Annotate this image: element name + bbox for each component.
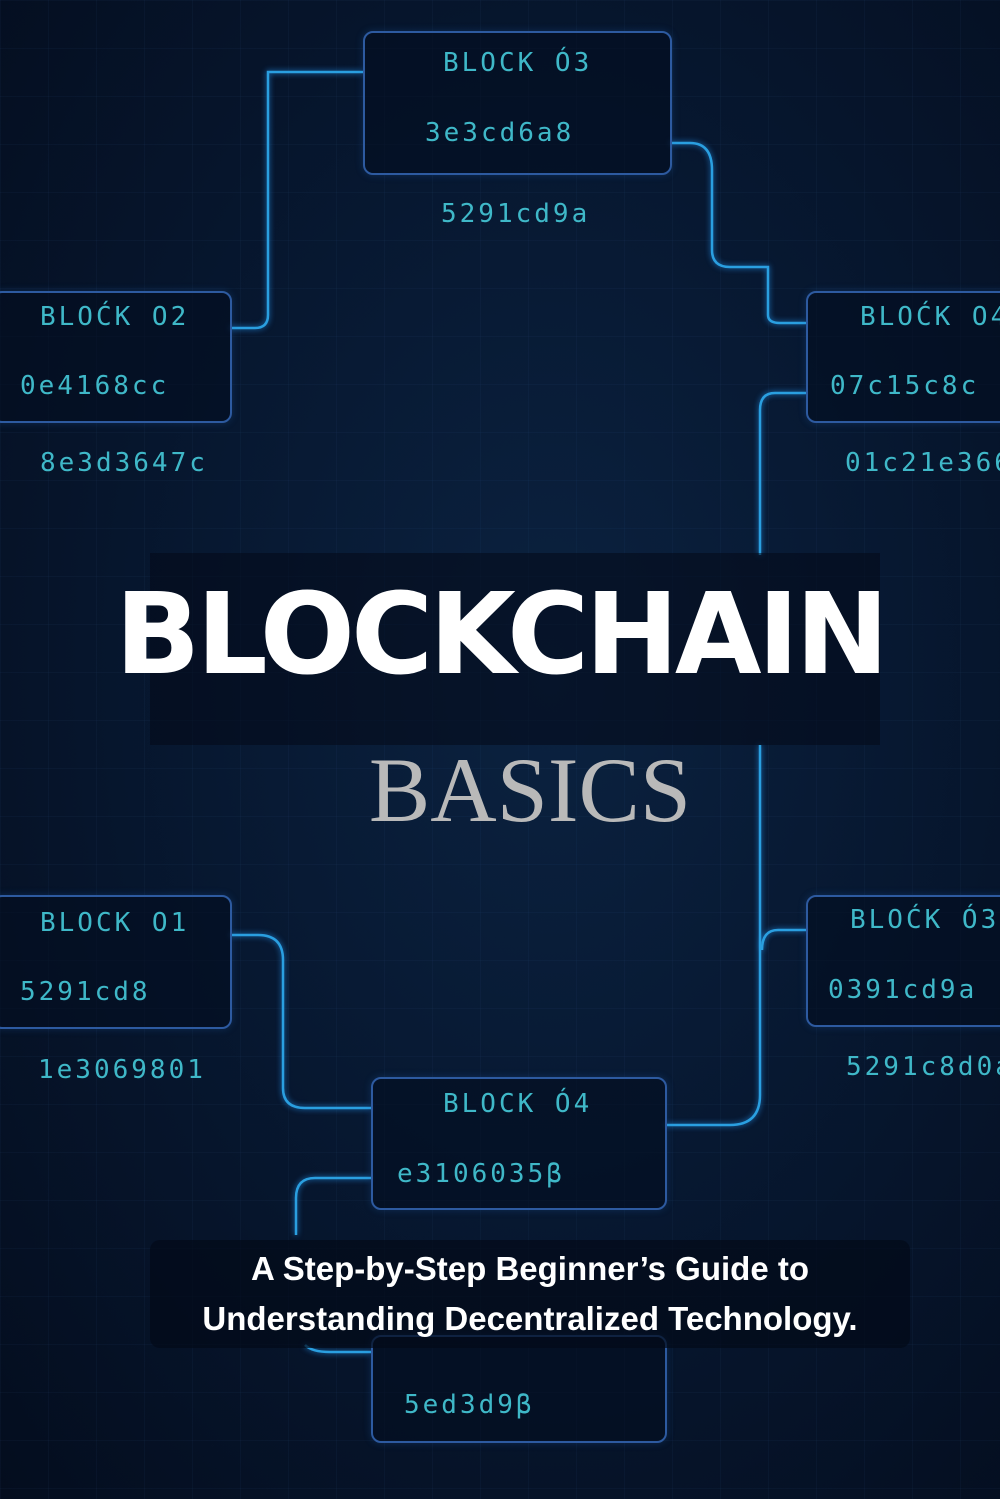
block-bottom [371,1335,667,1443]
block-label: BLOCK O1 [40,908,190,938]
block-prev-hash: 01c21e366 [845,448,1000,478]
block-left-upper [0,291,232,423]
wire [230,933,371,1110]
block-hash: 0391cd9a [828,975,978,1005]
block-prev-hash: 5291cd9a [441,199,591,229]
wire [758,391,806,555]
wire [294,1176,371,1235]
block-hash: 5ed3d9β [404,1390,535,1420]
block-label: BLOĆK O4 [860,302,1000,332]
block-right-upper [806,291,1000,423]
block-hash: 07c15c8c [830,371,980,401]
block-hash: 3e3cd6a8 [425,118,575,148]
block-prev-hash: 1e3069801 [38,1055,206,1085]
block-label: BLOCK Ó3 [443,48,593,78]
block-right-lower [806,895,1000,1027]
tagline-line-2: Understanding Decentralized Technology. [202,1300,858,1337]
block-hash: 0e4168cc [20,371,170,401]
wire [665,745,762,1127]
block-top [363,31,672,175]
title-band [150,553,880,745]
wire [230,70,363,330]
cover-title: BLOCKCHAIN [115,570,889,700]
cover-tagline: A Step-by-Step Beginner’s Guide to Under… [150,1240,910,1348]
block-hash: 5291cd8 [20,977,151,1007]
wire [760,928,806,951]
cover-subtitle: BASICS [368,739,692,841]
wire [670,141,806,325]
block-left-lower [0,895,232,1029]
block-label: BLOCK Ó4 [443,1089,593,1119]
block-bottom-center [371,1077,667,1210]
tagline-line-1: A Step-by-Step Beginner’s Guide to [251,1250,809,1287]
block-prev-hash: 5291c8d0a [846,1052,1000,1082]
block-hash: e3106035β [397,1159,565,1189]
block-label: BLOĆK Ó3 [850,905,1000,935]
block-prev-hash: 8e3d3647c [40,448,208,478]
block-label: BLOĆK O2 [40,302,190,332]
